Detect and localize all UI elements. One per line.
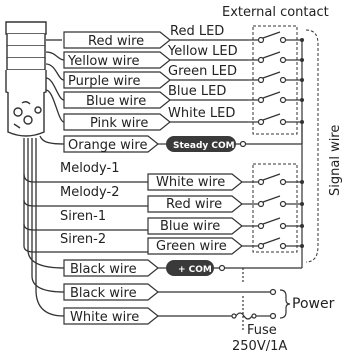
led-wire-label: Red wire xyxy=(88,34,144,49)
power-wire-label: Black wire xyxy=(70,286,137,301)
steady-com-badge xyxy=(166,136,236,152)
external-contact-box-bottom xyxy=(252,163,298,253)
led-wire-label: Pink wire xyxy=(90,116,148,131)
sound-labels: Melody-1 Melody-2 Siren-1 Siren-2 xyxy=(60,161,119,247)
sound-section xyxy=(60,173,248,255)
plus-com-label: + COM xyxy=(178,265,212,275)
orange-wire-label: Orange wire xyxy=(68,138,147,153)
signal-tower-icon xyxy=(5,21,47,137)
power-brace xyxy=(279,289,291,319)
sound-wire-label: White wire xyxy=(156,175,225,190)
switch-contacts xyxy=(248,31,304,250)
led-labels: Red LED Yellow LED Green LED Blue LED Wh… xyxy=(167,24,238,121)
orange-row xyxy=(63,122,303,153)
external-contact-label: External contact xyxy=(222,5,329,20)
plus-com-badge xyxy=(166,260,214,276)
led-wire-label: Yellow wire xyxy=(67,54,139,69)
black-com-row xyxy=(63,246,303,277)
sound-wire-label: Green wire xyxy=(156,239,227,254)
device-wire-bundle xyxy=(23,39,65,317)
power-section xyxy=(63,268,277,330)
led-section xyxy=(63,31,248,131)
led-label: Blue LED xyxy=(168,84,226,99)
led-wire-label: Blue wire xyxy=(86,94,146,109)
sound-label: Siren-2 xyxy=(60,232,106,247)
power-label: Power xyxy=(292,296,335,312)
led-wire-labels: Red wire Yellow wire Purple wire Blue wi… xyxy=(67,34,148,131)
fuse-rating: 250V/1A xyxy=(232,339,287,354)
steady-com-label: Steady COM xyxy=(173,141,235,151)
led-wire-label: Purple wire xyxy=(68,74,141,89)
sound-label: Melody-1 xyxy=(60,161,119,176)
led-label: Red LED xyxy=(170,24,224,39)
sound-label: Melody-2 xyxy=(60,185,119,200)
led-label: Yellow LED xyxy=(167,44,238,59)
sound-wire-label: Red wire xyxy=(166,197,222,212)
power-wire-label: White wire xyxy=(70,310,139,325)
signal-wire-bracket xyxy=(305,29,319,263)
sound-label: Siren-1 xyxy=(60,209,106,224)
black-com-wire-label: Black wire xyxy=(70,262,137,277)
signal-wire-label: Signal wire xyxy=(328,125,343,196)
sound-wire-label: Blue wire xyxy=(160,219,220,234)
sound-wire-labels: White wire Red wire Blue wire Green wire xyxy=(156,175,227,254)
led-label: Green LED xyxy=(168,64,237,79)
fuse-label: Fuse xyxy=(247,323,277,338)
led-label: White LED xyxy=(168,106,235,121)
